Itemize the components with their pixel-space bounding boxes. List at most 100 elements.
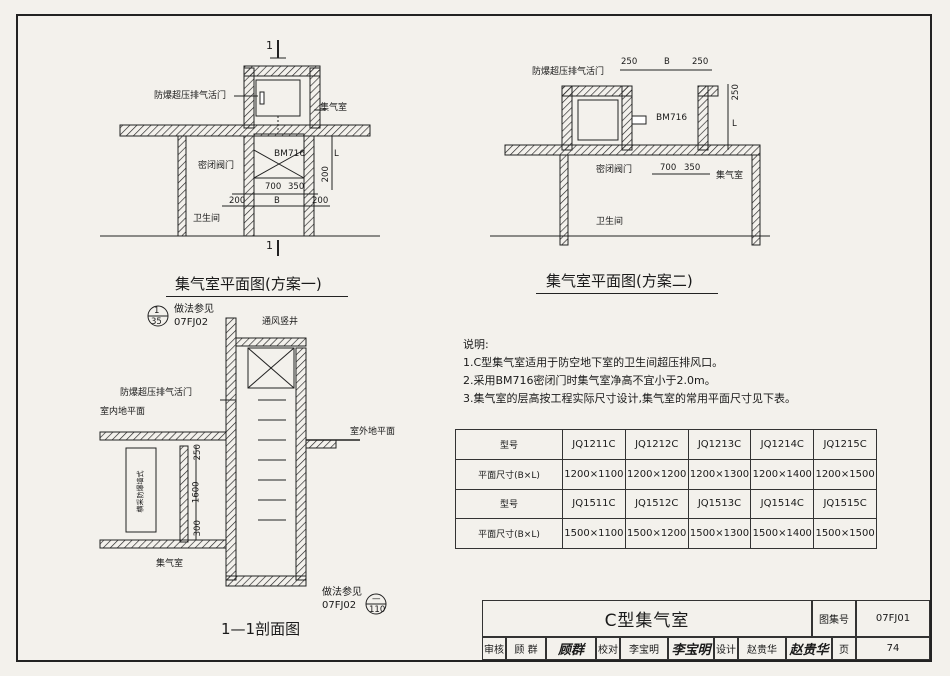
plan1-caption-underline [166,296,348,297]
table-cell: JQ1515C [813,488,877,520]
table-cell: JQ1214C [750,429,815,460]
table-cell: JQ1213C [687,429,752,460]
table-row: 型号 JQ1211C JQ1212C JQ1213C JQ1214C JQ121… [455,429,877,460]
section-shaft-label: 通风竖井 [262,317,299,327]
atlas-number: 07FJ01 [856,600,930,637]
section-ref-top-code: 07FJ02 [174,317,209,328]
plan2-linework [490,69,770,246]
designer-name: 赵贵华 [738,637,786,660]
checker-name: 李宝明 [620,637,668,660]
section-ref-bottom-text: 做法参见 [322,587,362,598]
table-row-label: 型号 [455,488,563,520]
notes-block: 说明: 1.C型集气室适用于防空地下室的卫生间超压排风口。 2.采用BM716密… [463,336,796,408]
page-number: 74 [856,637,930,660]
plan1-dim-700: 700 [265,182,282,192]
notes-item-1: 1.C型集气室适用于防空地下室的卫生间超压排风口。 [463,356,724,369]
plan1-chamber-label: 集气室 [320,103,348,113]
section-caption: 1—1剖面图 [221,620,301,638]
table-row: 平面尺寸(B×L) 1200×1100 1200×1200 1200×1300 … [455,458,877,490]
table-cell: 1200×1100 [562,458,626,490]
section-ref-bottom-code: 07FJ02 [322,600,357,611]
table-cell: 1500×1300 [687,518,752,549]
plan1-dim-350: 350 [288,182,305,192]
plan2-dim-350: 350 [684,163,701,173]
section-chamber-label: 集气室 [156,559,184,569]
table-cell: 1200×1500 [813,458,877,490]
plan2-caption: 集气室平面图(方案二) [546,272,693,290]
drawing-frame [16,14,932,662]
plan1-toilet-label: 卫生间 [193,214,221,224]
section-ref-top-number: 1 [154,306,160,316]
table-cell: JQ1511C [562,488,626,520]
table-cell: JQ1512C [624,488,689,520]
plan2-toilet-label: 卫生间 [596,217,624,227]
section-dim-1600: 1600 [191,481,202,504]
section-linework [99,305,387,615]
reviewer-name: 顾 群 [506,637,546,660]
notes-heading: 说明: [463,338,489,351]
atlas-number-label: 图集号 [812,600,856,637]
plan1-dim-b: B [274,196,280,206]
table-cell: 1200×1400 [750,458,815,490]
table-cell: 1500×1500 [813,518,877,549]
title-block: C型集气室 图集号 07FJ01 审核 顾 群 顾群 校对 李宝明 李宝明 设计… [482,600,930,660]
table-row-label: 平面尺寸(B×L) [455,458,563,490]
page-label: 页 [832,637,856,660]
plan2-chamber-label: 集气室 [716,171,744,181]
table-cell: JQ1211C [562,429,626,460]
plan2-bm716-label: BM716 [656,113,688,123]
plan2-dim-l: L [732,119,737,129]
drawing-title: C型集气室 [482,600,812,637]
section-ref-bottom-number: — [372,594,381,604]
section-dim-250: 250 [192,444,203,461]
checker-signature: 李宝明 [668,637,714,660]
check-label: 校对 [596,637,620,660]
plan2-dim-250-left: 250 [621,57,638,67]
plan1-section-mark-bottom: 1 [266,239,273,252]
table-row: 型号 JQ1511C JQ1512C JQ1513C JQ1514C JQ151… [455,488,877,520]
plan2-dim-250-right: 250 [692,57,709,67]
table-row: 平面尺寸(B×L) 1500×1100 1500×1200 1500×1300 … [455,518,877,549]
table-cell: JQ1215C [813,429,877,460]
table-cell: JQ1513C [687,488,752,520]
design-label: 设计 [714,637,738,660]
plan1-dim-l: L [334,149,339,159]
plan1-section-mark-top: 1 [266,39,273,52]
section-outdoor-floor-label: 室外地平面 [350,427,396,437]
table-cell: 1500×1100 [562,518,626,549]
plan1-dim-200-right: 200 [312,196,329,206]
notes-item-2: 2.采用BM716密闭门时集气室净高不宜小于2.0m。 [463,374,716,387]
section-wall-note: 横采防爆墙式 [136,470,145,513]
plan2-dim-250-vertical: 250 [730,84,741,101]
review-label: 审核 [482,637,506,660]
table-cell: 1500×1200 [624,518,689,549]
plan1-dim-200-vertical: 200 [320,166,331,183]
designer-signature: 赵贵华 [786,637,832,660]
table-cell: JQ1212C [624,429,689,460]
plan1-caption: 集气室平面图(方案一) [175,275,322,293]
table-row-label: 平面尺寸(B×L) [455,518,563,549]
table-row-label: 型号 [455,429,563,460]
plan1-dim-200-left: 200 [229,196,246,206]
section-valve-label: 防爆超压排气活门 [120,388,193,398]
table-cell: 1500×1400 [750,518,815,549]
plan2-sealed-valve-label: 密闭阀门 [596,165,633,175]
section-ref-bottom-denominator: 110 [369,605,386,615]
reviewer-signature: 顾群 [546,637,596,660]
plan1-valve-label: 防爆超压排气活门 [154,91,227,101]
plan2-valve-label: 防爆超压排气活门 [532,67,605,77]
plan2-dim-b: B [664,57,670,67]
plan1-sealed-valve-label: 密闭阀门 [198,161,235,171]
chamber-size-table: 型号 JQ1211C JQ1212C JQ1213C JQ1214C JQ121… [455,429,877,549]
notes-item-3: 3.集气室的层高按工程实际尺寸设计,集气室的常用平面尺寸见下表。 [463,392,796,405]
table-cell: JQ1514C [750,488,815,520]
section-dim-300: 300 [192,520,203,537]
plan2-dim-700: 700 [660,163,677,173]
plan1-bm716-label: BM716 [274,149,306,159]
plan1-linework [100,40,380,256]
table-cell: 1200×1200 [624,458,689,490]
section-ref-top-text: 做法参见 [174,304,214,315]
plan2-caption-underline [536,293,718,294]
section-indoor-floor-label: 室内地平面 [100,407,146,417]
